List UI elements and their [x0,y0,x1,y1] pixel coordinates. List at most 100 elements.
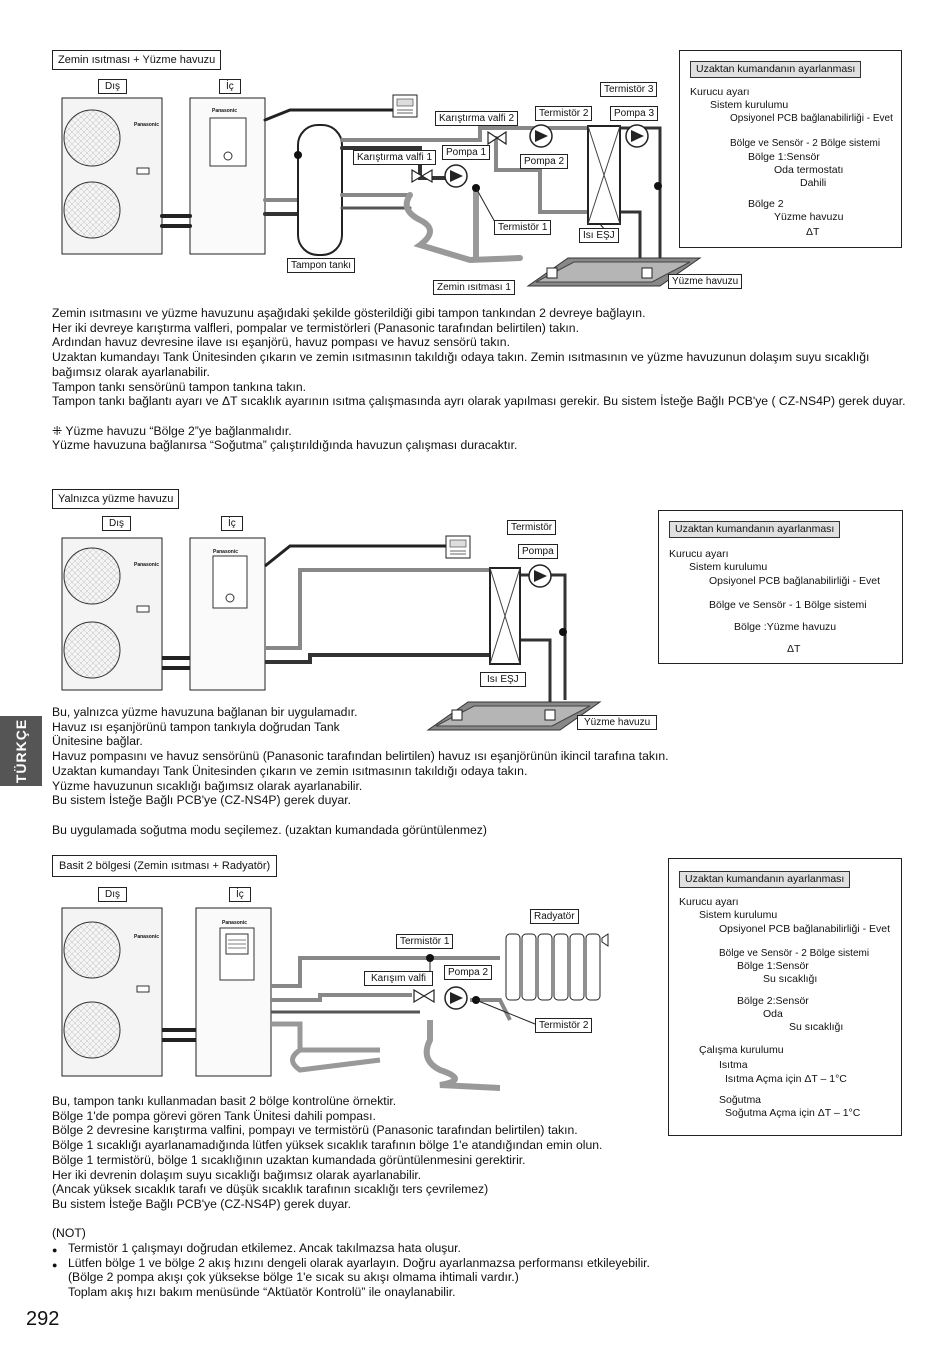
remote3-line-6: Su sıcaklığı [763,973,818,985]
note-bullet: Termistör 1 çalışmayı doğrudan etkilemez… [52,1241,912,1257]
remote1-line-5: Bölge 1:Sensör [748,151,820,163]
brand-logo-6: Panasonic [222,920,248,926]
remote-icon-2 [445,535,471,559]
text-line: Ardından havuz devresine ilave ısı eşanj… [52,335,510,350]
outdoor-label-2: Dış [102,516,131,531]
text-line: (NOT) [52,1226,86,1241]
text-line: Bölge 1 sıcaklığı ayarlanamadığında lütf… [52,1138,603,1153]
outdoor-label-3: Dış [98,887,127,902]
remote1-line-3: Opsiyonel PCB bağlanabilirliği - Evet [730,113,893,124]
remote2-line-3: Opsiyonel PCB bağlanabilirliği - Evet [709,575,880,587]
mix-valve1-label: Karıştırma valfi 1 [353,150,437,165]
remote3-line-9: Su sıcaklığı [789,1021,844,1033]
mix-valve-label: Karışım valfi [364,971,434,986]
remote-settings-title-3: Uzaktan kumandanın ayarlanması [679,871,851,888]
text-line: Bu, tampon tankı kullanmadan basit 2 böl… [52,1094,397,1108]
text-line [52,808,772,823]
text-line: Zemin ısıtmasını ve yüzme havuzunu aşağı… [52,306,646,320]
remote-settings-title-1: Uzaktan kumandanın ayarlanması [690,61,862,78]
remote-icon-1 [392,94,418,118]
thermistor2-label: Termistör 2 [535,106,593,121]
brand-logo-5: Panasonic [134,934,160,940]
remote1-line-7: Dahili [800,177,827,189]
section1-text: Zemin ısıtmasını ve yüzme havuzunu aşağı… [52,306,912,453]
thermistor3-label: Termistör 3 [600,82,658,97]
remote3-line-2: Sistem kurulumu [699,909,778,921]
brand-logo-4: Panasonic [213,549,239,555]
indoor-tank-unit-2 [189,537,266,691]
pump2-label: Pompa 2 [520,154,569,169]
note-bullet: Lütfen bölge 1 ve bölge 2 akış hızını de… [52,1256,912,1272]
text-line: Her iki devreye karıştırma valfleri, pom… [52,320,579,335]
remote3-line-7: Bölge 2:Sensör [737,995,809,1007]
text-line: Tampon tankı bağlantı ayarı ve ΔT sıcakl… [52,394,906,409]
pipes-section-2 [162,544,602,731]
thermistor1-label: Termistör 1 [494,220,552,235]
text-line: Bölge 2 devresine karıştırma valfini, po… [52,1123,578,1138]
indoor-label-1: İç [219,79,241,94]
pump3-label: Pompa 3 [610,106,659,121]
text-line: Tampon tankı sensörünü tampon tankına ta… [52,379,307,394]
remote1-line-9: Yüzme havuzu [774,211,844,223]
outdoor-label-1: Dış [98,79,127,94]
indoor-tank-unit-3 [195,907,272,1077]
section3-title: Basit 2 bölgesi (Zemin ısıtması + Radyat… [52,855,278,877]
text-line: Uzaktan kumandayı Tank Ünitesinden çıkar… [52,350,873,379]
text-line: Her iki devrenin dolaşım suyu sıcaklığı … [52,1167,422,1182]
remote1-line-10: ΔT [806,226,820,238]
remote3-line-8: Oda [763,1008,783,1020]
remote3-line-13: Soğutma [719,1094,762,1106]
remote1-line-8: Bölge 2 [748,198,784,210]
remote2-line-6: ΔT [787,643,801,655]
remote3-line-1: Kurucu ayarı [679,896,739,908]
remote2-line-4: Bölge ve Sensör - 1 Bölge sistemi [709,599,867,611]
section2-text: Bu, yalnızca yüzme havuzuna bağlanan bir… [52,705,772,837]
remote2-line-2: Sistem kurulumu [689,561,768,573]
text-line: Havuz pompasını ve havuz sensörünü (Pana… [52,749,669,764]
remote-settings-title-2: Uzaktan kumandanın ayarlanması [669,521,841,538]
outdoor-unit-2 [61,537,163,691]
note-continuation: Toplam akış hızı bakım menüsünde “Aktüat… [68,1285,456,1300]
pool-label-2: Yüzme havuzu [577,715,658,730]
pump2-label-3: Pompa 2 [444,965,493,980]
text-line [52,1212,912,1227]
remote3-line-10: Çalışma kurulumu [699,1044,784,1056]
pool-label-1: Yüzme havuzu [668,274,743,289]
remote2-line-1: Kurucu ayarı [669,548,729,560]
remote2-line-5: Bölge :Yüzme havuzu [734,621,837,633]
note-continuation: (Bölge 2 pompa akışı çok yüksekse bölge … [68,1270,519,1285]
mix-valve2-label: Karıştırma valfi 2 [435,111,519,126]
brand-logo-1: Panasonic [134,122,160,128]
outdoor-unit-1 [61,97,163,255]
text-line: Yüzme havuzunun sıcaklığı bağımsız olara… [52,778,363,793]
indoor-label-3: İç [229,887,251,902]
remote3-line-5: Bölge 1:Sensör [737,960,809,972]
outdoor-unit-3 [61,907,163,1077]
heat-exchanger-label-2: Isı EŞJ [480,672,526,687]
buffer-tank-label: Tampon tankı [287,258,356,273]
brand-logo-2: Panasonic [212,108,238,114]
language-side-tab-label: TÜRKÇE [13,718,29,784]
language-side-tab: TÜRKÇE [0,716,42,786]
remote1-line-6: Oda termostatı [774,164,844,176]
pump1-label: Pompa 1 [442,145,491,160]
thermistor1-label-3: Termistör 1 [396,934,454,949]
thermistor2-label-3: Termistör 2 [535,1018,593,1033]
remote3-line-4: Bölge ve Sensör - 2 Bölge sistemi [719,948,870,959]
remote-settings-panel-1: Uzaktan kumandanın ayarlanması Kurucu ay… [679,50,902,248]
remote3-line-3: Opsiyonel PCB bağlanabilirliği - Evet [719,923,890,935]
indoor-tank-unit-1 [189,97,266,255]
remote-settings-panel-2: Uzaktan kumandanın ayarlanması Kurucu ay… [658,510,903,664]
pipes-section-1 [160,108,702,287]
text-line: Bu uygulamada soğutma modu seçilemez. (u… [52,822,487,837]
text-line: Bu sistem İsteğe Bağlı PCB'ye (CZ-NS4P) … [52,1196,352,1211]
text-line: Bölge 1'de pompa görevi gören Tank Ünite… [52,1108,376,1123]
remote1-line-4: Bölge ve Sensör - 2 Bölge sistemi [730,138,881,149]
heat-exchanger-label-1: Isı EŞJ [579,228,619,243]
floor-heating1-label: Zemin ısıtması 1 [433,280,515,295]
pump-label-2: Pompa [518,544,558,559]
thermistor-label-2: Termistör [507,520,557,535]
text-line: Yüzme havuzuna bağlanırsa “Soğutma” çalı… [52,438,518,453]
text-line: (Ancak yüksek sıcaklık tarafı ve düşük s… [52,1182,489,1197]
radiator-icon [505,933,609,1001]
